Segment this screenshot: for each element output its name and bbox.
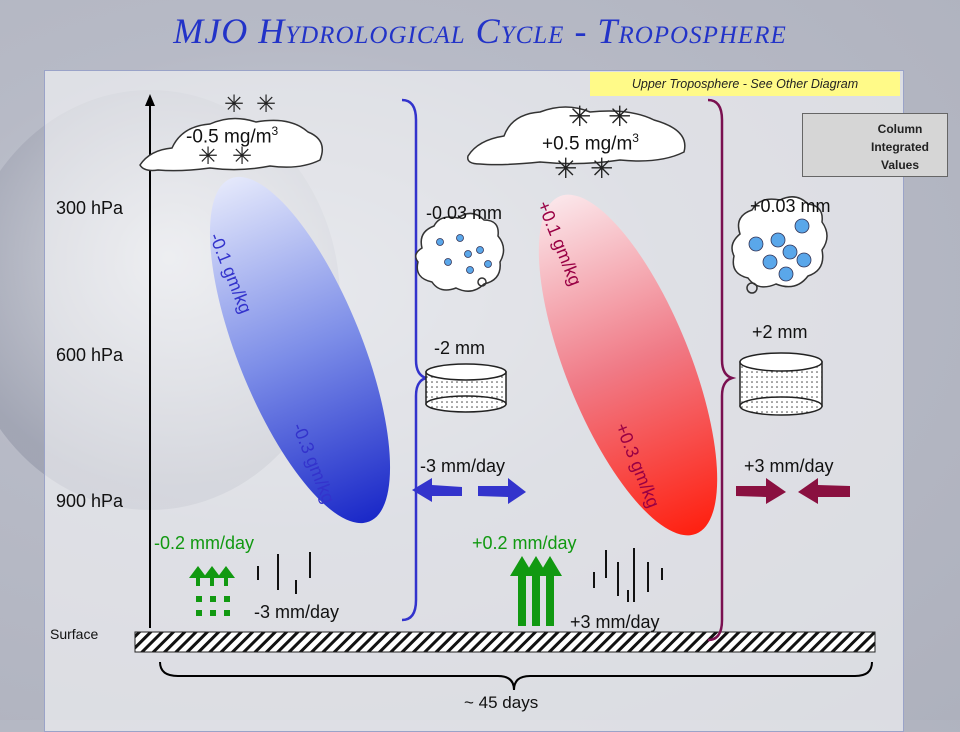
wet-droplets: [748, 218, 812, 282]
legend-box: [802, 113, 948, 177]
wet-cloud-water-label: +0.03 mm: [750, 196, 831, 216]
dry-humidity-ellipse: [209, 176, 391, 524]
dry-ice-cloud-icon: [139, 117, 323, 172]
label-900hpa: 900 hPa: [56, 491, 124, 511]
dry-vapor-cylinder-icon: [425, 363, 507, 413]
dry-evaporation-arrows-icon: [189, 566, 235, 616]
wet-precip-label: +3 mm/day: [570, 612, 660, 632]
wet-convergence-label: +3 mm/day: [744, 456, 834, 476]
legend-line: Column: [877, 122, 923, 136]
upper-troposphere-note: Upper Troposphere - See Other Diagram: [590, 72, 900, 96]
wet-humidity-ellipse: [538, 194, 718, 536]
snowflake-icon: ✳: [554, 153, 577, 184]
dry-bracket: [401, 98, 431, 622]
dry-convergence-label: -3 mm/day: [420, 456, 506, 476]
wet-ice-cloud-icon: [467, 106, 686, 166]
wet-bracket: [707, 98, 737, 642]
dry-divergence-arrows-icon: [412, 478, 526, 504]
label-300hpa: 300 hPa: [56, 198, 124, 218]
legend-line: Integrated: [870, 140, 929, 154]
wet-evaporation-arrows-icon: [510, 556, 562, 626]
duration-brace: [159, 661, 873, 691]
dry-precip-label: -3 mm/day: [254, 602, 340, 622]
pressure-axis: [145, 94, 155, 628]
dry-evaporation-label: -0.2 mm/day: [154, 533, 255, 553]
dry-vapor-label: -2 mm: [434, 338, 485, 358]
wet-small-drop-icon: [746, 282, 758, 294]
legend-label: Column Integrated Values: [858, 120, 942, 174]
duration-label: ~ 45 days: [464, 693, 539, 712]
snowflake-icon: ✳: [608, 101, 631, 132]
wet-convergence-arrows-icon: [736, 478, 850, 504]
dry-ice-label: -0.5 mg/m3: [186, 124, 279, 148]
dry-rain-streaks-icon: [257, 552, 311, 594]
wet-evaporation-label: +0.2 mm/day: [472, 533, 577, 553]
label-surface: Surface: [50, 626, 99, 642]
dry-small-drop-icon: [477, 277, 487, 287]
dry-cloud-water-icon: [415, 212, 505, 292]
snowflake-icon: ✳: [198, 143, 218, 170]
snowflake-icon: ✳: [224, 91, 244, 118]
label-600hpa: 600 hPa: [56, 345, 124, 365]
wet-vapor-label: +2 mm: [752, 322, 808, 342]
page-title: MJO Hydrological Cycle - Troposphere: [173, 11, 787, 51]
wet-vapor-cylinder-icon: [739, 352, 823, 416]
legend-line: Values: [880, 158, 920, 172]
snowflake-icon: ✳: [232, 143, 252, 170]
dry-cloud-water-label: -0.03 mm: [426, 203, 503, 223]
snowflake-icon: ✳: [590, 153, 613, 184]
surface-ground: [134, 631, 876, 653]
wet-ice-label: +0.5 mg/m3: [542, 131, 639, 155]
wet-rain-streaks-icon: [593, 548, 663, 602]
snowflake-icon: ✳: [568, 101, 591, 132]
snowflake-icon: ✳: [256, 91, 276, 118]
dry-droplets: [436, 234, 492, 274]
